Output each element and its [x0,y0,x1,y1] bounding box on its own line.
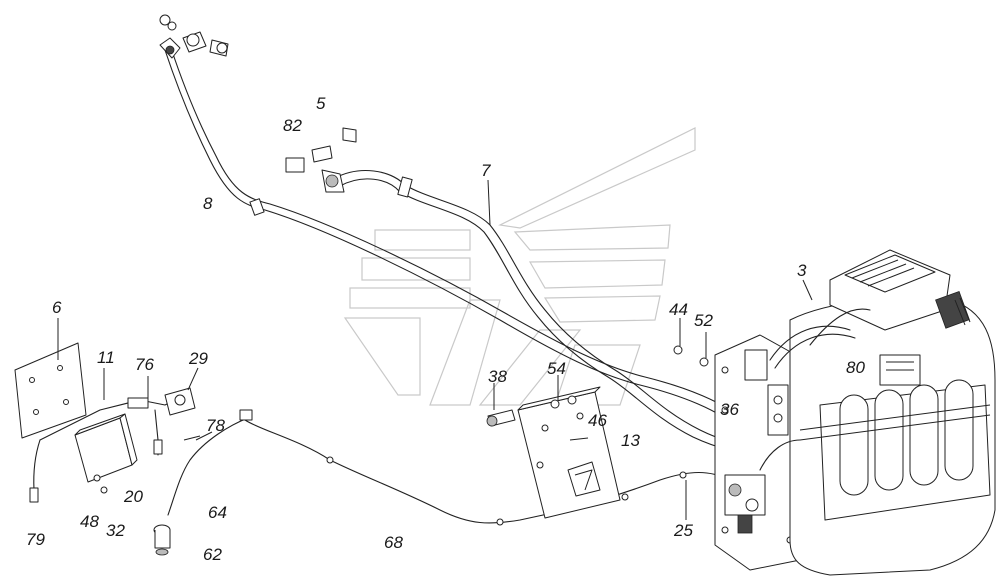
callout-8: 8 [203,194,213,213]
callout-62: 62 [203,545,222,564]
heater-assembly [714,249,996,576]
bracket-6 [14,342,87,439]
washers-44-52 [673,345,709,367]
leader-lines [57,179,813,520]
callout-78: 78 [206,416,225,435]
callout-6: 6 [52,298,62,317]
plate-13 [486,386,621,519]
callout-25: 25 [673,521,693,540]
callout-36: 36 [720,400,739,419]
callout-48: 48 [80,512,99,531]
cable-68 [244,419,731,526]
callout-32: 32 [106,521,125,540]
callout-82: 82 [283,116,302,135]
top-fittings [159,14,229,59]
callout-7: 7 [481,161,491,180]
callout-5: 5 [316,94,326,113]
callout-11: 11 [97,348,115,367]
callout-29: 29 [188,349,208,368]
callout-38: 38 [488,367,507,386]
callout-3: 3 [797,261,807,280]
callout-54: 54 [547,359,566,378]
callout-68: 68 [384,533,403,552]
callout-52: 52 [694,311,713,330]
callout-20: 20 [123,487,143,506]
callout-80: 80 [846,358,865,377]
hose-7 [285,127,791,456]
callout-76: 76 [135,355,154,374]
callout-64: 64 [208,503,227,522]
cable-64 [153,409,253,556]
hose-8 [164,47,746,431]
watermark-logo [343,127,696,406]
callout-labels: 3 5 6 7 8 11 13 20 25 29 32 36 38 44 46 … [26,94,865,564]
module-20 [74,413,138,494]
sensor-wires [29,387,196,503]
callout-44: 44 [669,300,688,319]
callout-46: 46 [588,411,607,430]
callout-79: 79 [26,530,45,549]
callout-13: 13 [621,431,640,450]
